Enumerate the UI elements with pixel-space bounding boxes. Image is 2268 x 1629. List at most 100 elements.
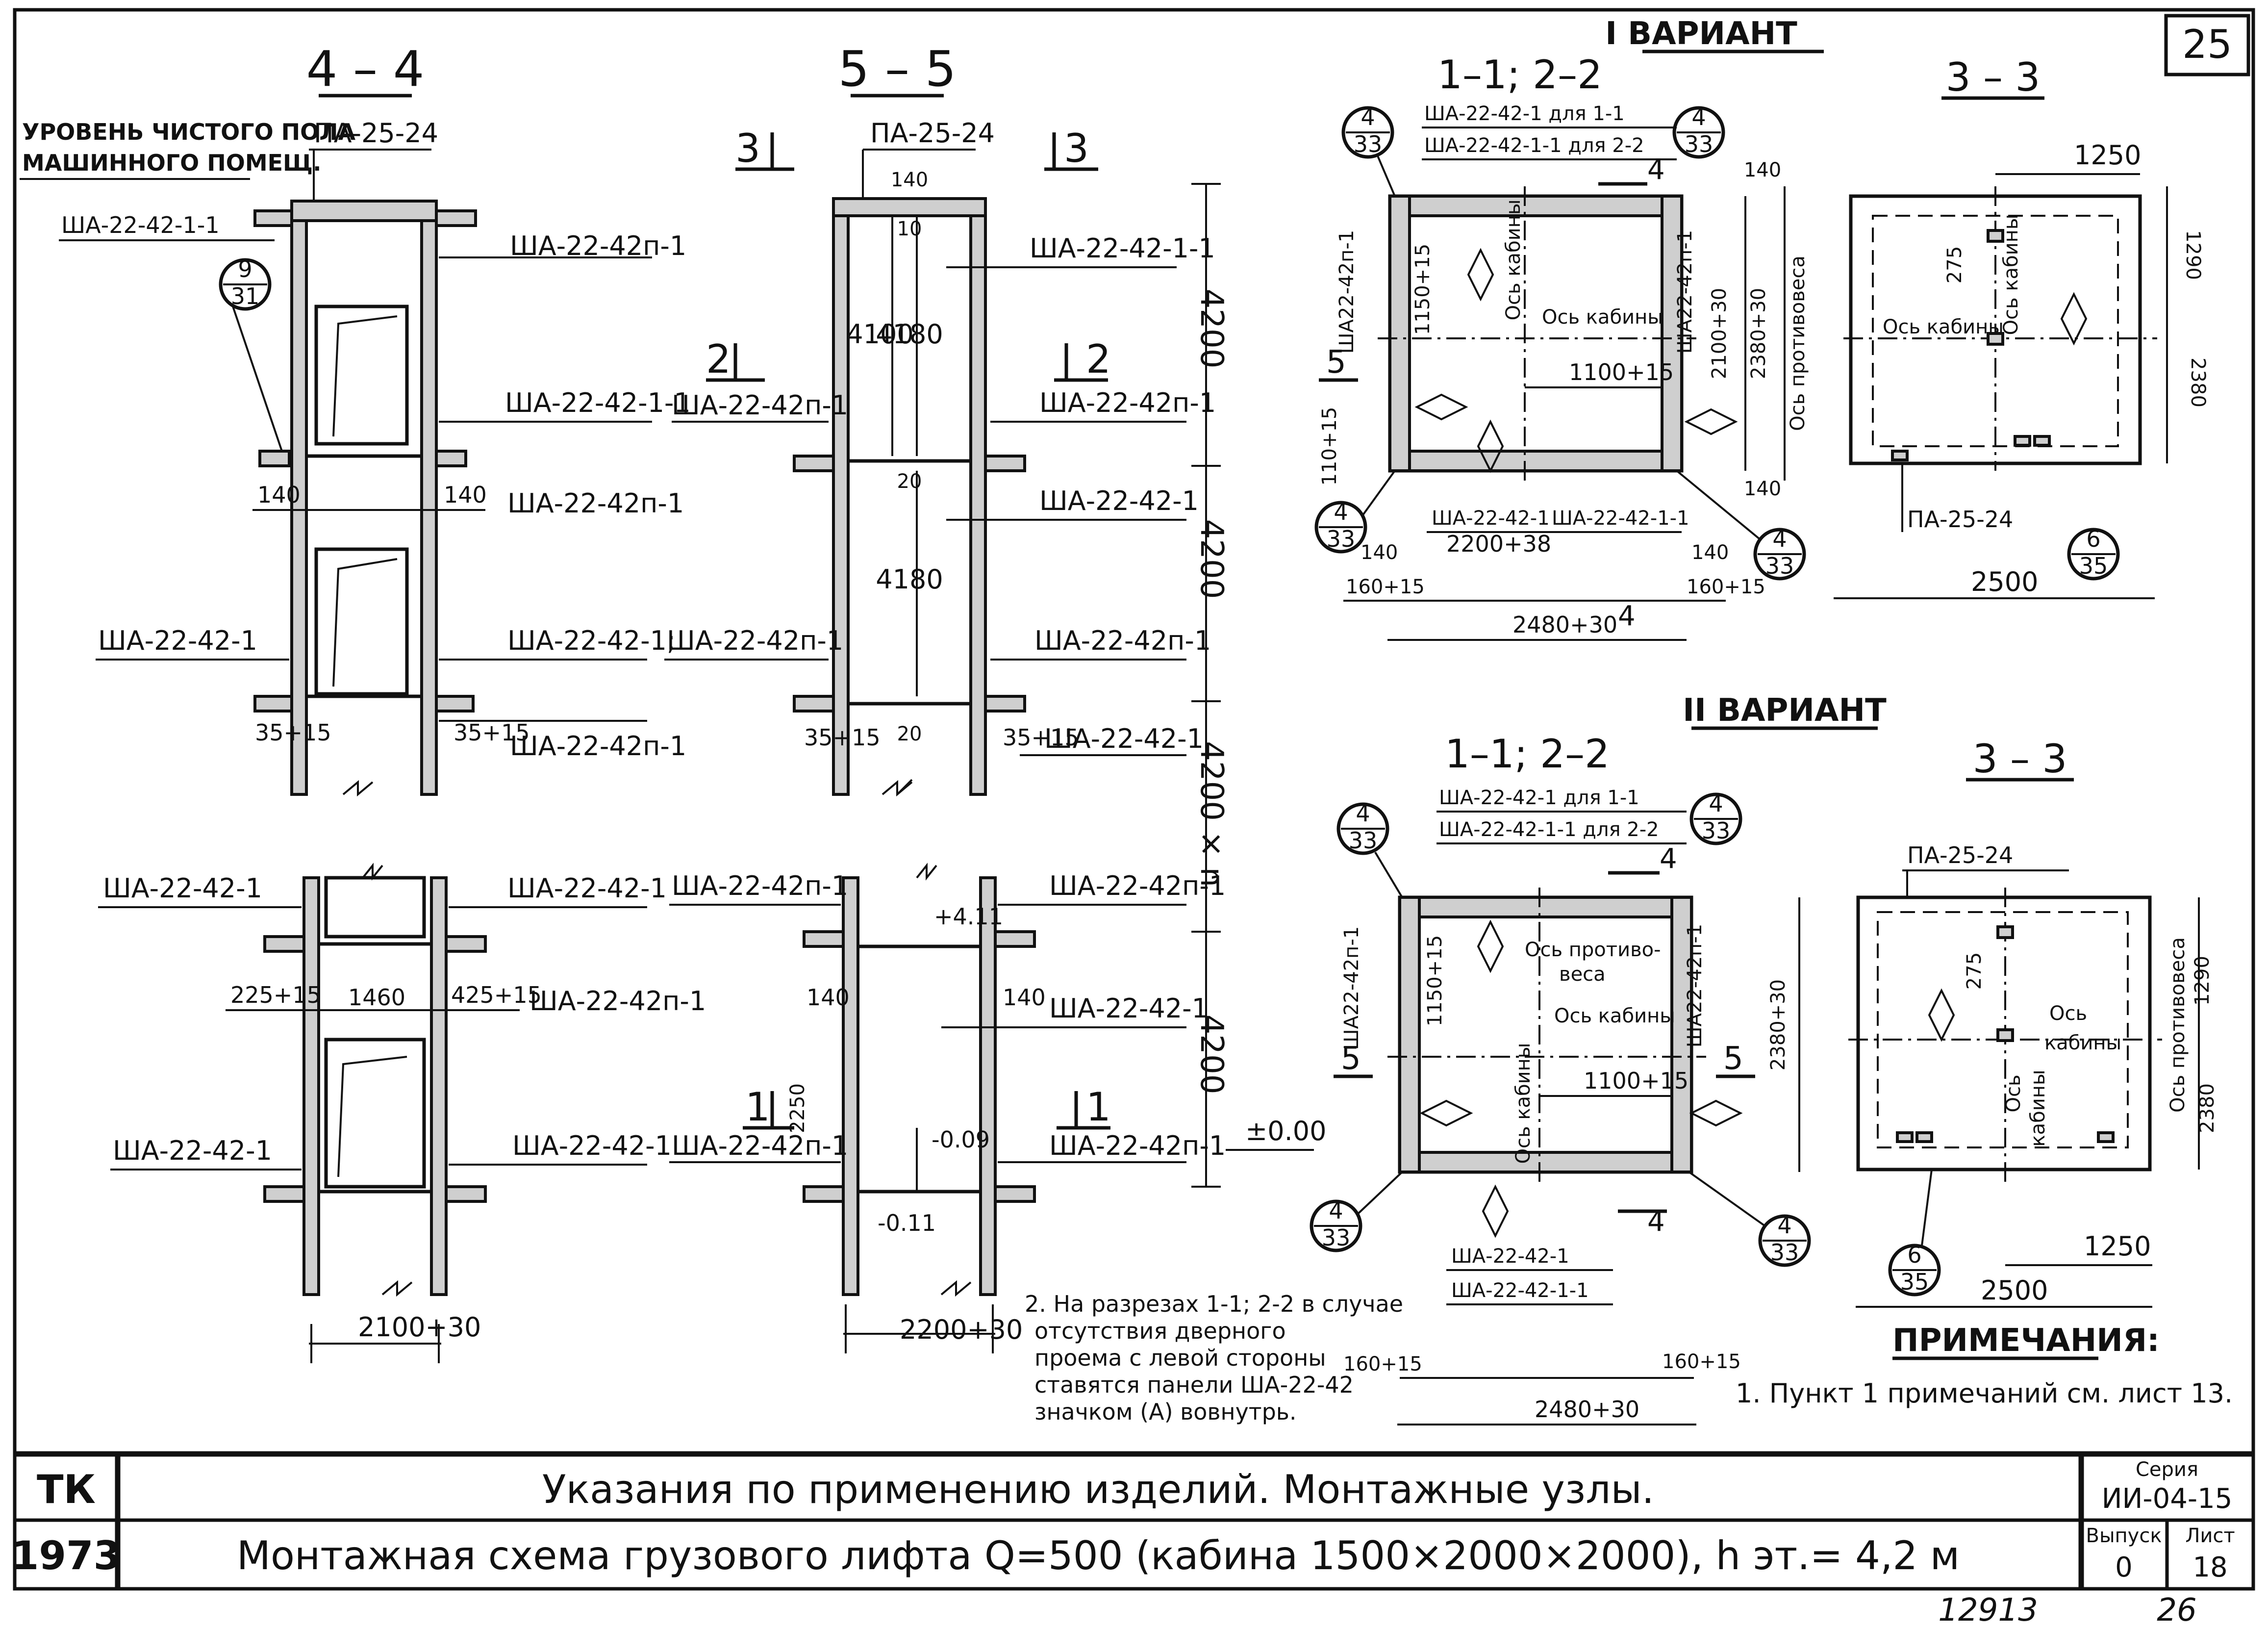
- cabin-axis-v1-c: Ось кабины: [1883, 316, 2004, 338]
- svg-text:33: 33: [1765, 553, 1794, 579]
- label-sha-22-42p-1-c: ША-22-42п-1: [510, 731, 686, 762]
- label-sha-for-2-2-b: ША-22-42-1-1 для 2-2: [1439, 818, 1659, 841]
- dim-140-p1: 140: [1744, 159, 1781, 181]
- section-4-4-title: 4 – 4: [306, 40, 425, 98]
- section-mark-5-c: 5: [1723, 1041, 1743, 1077]
- note2-line5: значком (А) вовнутрь.: [1034, 1399, 1297, 1425]
- dim-2480-30-a: 2480+30: [1512, 611, 1617, 638]
- callout-4-33-a: [1341, 106, 1394, 159]
- label-sha-for-1-1-b: ША-22-42-1 для 1-1: [1439, 787, 1639, 809]
- label-sha-22-42-1-h: ША-22-42-1: [1049, 993, 1209, 1024]
- dim-1150-15-b: 1150+15: [1424, 935, 1446, 1026]
- note2-line2: отсутствия дверного: [1034, 1318, 1286, 1344]
- note2-line3: проема с левой стороны: [1034, 1345, 1326, 1371]
- label-sha-22-42-1-b: ША-22-42-1: [103, 873, 262, 904]
- cabin-axis-v2-f: кабины: [2027, 1069, 2049, 1146]
- dim-1100-15-a: 1100+15: [1569, 359, 1674, 385]
- sheet-number: 25: [2182, 22, 2232, 67]
- elev-plus-minus-0: ±0.00: [1245, 1116, 1326, 1146]
- label-sha-22-42p-1-v2: ША22-42п-1: [1674, 230, 1696, 354]
- cabin-axis-v2-e: Ось: [2002, 1074, 2025, 1112]
- label-sha-22-42-1-f: ША-22-42-1: [1039, 485, 1199, 516]
- label-sha-for-2-2-a: ША-22-42-1-1 для 2-2: [1424, 134, 1644, 157]
- svg-text:33: 33: [1349, 827, 1378, 854]
- svg-text:4: 4: [1361, 104, 1375, 130]
- svg-text:33: 33: [1322, 1224, 1351, 1251]
- label-sha-22-42-1-c: ША-22-42-1: [507, 873, 667, 904]
- dim-2480-30-b: 2480+30: [1535, 1396, 1639, 1423]
- section-mark-2-left: 2: [706, 336, 731, 382]
- label-sha-22-42-1-1-c: ША-22-42-1-1: [1030, 233, 1215, 264]
- label-sha-22-42p-1-i: ША-22-42п-1: [672, 870, 848, 901]
- dim-110-15: 110+15: [1318, 407, 1341, 486]
- dim-225: 225+15: [230, 982, 321, 1008]
- label-sha-22-42p-1-v1: ША22-42п-1: [1336, 230, 1358, 354]
- callout-4-33-g: [1310, 1199, 1362, 1252]
- label-pa-25-24-b: ПА-25-24: [870, 118, 995, 149]
- label-sha-22-42-1-p2: ША-22-42-1: [1451, 1245, 1569, 1268]
- plan-3-3-variant-2: [1848, 888, 2162, 1182]
- label-sha-for-1-1-a: ША-22-42-1 для 1-1: [1424, 102, 1625, 125]
- dim-140-a: 140: [257, 482, 301, 508]
- section-mark-4-a: 4: [1647, 154, 1665, 186]
- section-mark-1-left: 1: [745, 1084, 770, 1130]
- floor-level-label-2: МАШИННОГО ПОМЕЩ.: [22, 150, 322, 176]
- dim-1290-b: 1290: [2191, 956, 2214, 1006]
- label-sha-22-42-1-a: ША-22-42-1: [98, 625, 257, 656]
- label-sha-22-42-1-g: ША-22-42-1: [1044, 723, 1204, 754]
- dim-35-b: 35+15: [454, 719, 530, 746]
- cabin-axis-v2-d: кабины: [2044, 1032, 2121, 1054]
- label-sha-22-42p-1-g: ША-22-42п-1: [667, 625, 843, 656]
- dim-1100-15-b: 1100+15: [1584, 1068, 1688, 1094]
- label-sha-22-42p-1-v4: ША22-42п-1: [1684, 924, 1706, 1047]
- callout-9-31: [219, 258, 272, 311]
- elev-minus-0-09: -0.09: [932, 1126, 990, 1153]
- label-pa-25-24-d: ПА-25-24: [1907, 842, 2013, 868]
- elev-minus-0-11: -0.11: [878, 1210, 936, 1236]
- svg-text:4: 4: [1691, 104, 1706, 130]
- dim-140-5d: 140: [1003, 984, 1046, 1011]
- section-mark-4-b: 4: [1618, 600, 1636, 632]
- svg-text:4: 4: [1777, 1212, 1791, 1239]
- dim-4200xn: 4200 × n: [1193, 741, 1230, 887]
- svg-text:9: 9: [238, 256, 252, 282]
- dim-275-b: 275: [1963, 952, 1986, 990]
- section-5-5-upper: [793, 197, 1026, 797]
- dim-20-b: 20: [897, 723, 922, 745]
- section-1-1-2-2-title-a: 1–1; 2–2: [1437, 52, 1602, 98]
- counterweight-axis-v2-a: Ось противо-: [1525, 939, 1661, 961]
- label-sha-22-42-1-1-p2: ША-22-42-1-1: [1451, 1279, 1589, 1302]
- svg-text:4: 4: [1772, 526, 1787, 552]
- sheet-number-box: [2164, 14, 2250, 76]
- dim-140-b: 140: [444, 482, 487, 508]
- counterweight-axis-v1: Ось противовеса: [1787, 255, 1809, 431]
- svg-text:33: 33: [1702, 817, 1731, 844]
- dim-140-p3: 140: [1361, 541, 1398, 564]
- dim-425: 425+15: [451, 982, 542, 1008]
- year-label: 1973: [12, 1533, 121, 1578]
- cabin-axis-v2-a: Ось кабины: [1512, 1043, 1535, 1164]
- label-sha-22-42-1-semi: ША-22-42-1;: [507, 625, 676, 656]
- title-line-1: Указания по применению изделий. Монтажны…: [542, 1467, 1654, 1512]
- dim-2100-30-a: 2100+30: [358, 1312, 481, 1343]
- dim-2200-38: 2200+38: [1446, 531, 1551, 557]
- section-4-4-lower: [263, 863, 487, 1297]
- label-sha-22-42-1-p1: ША-22-42-1: [1432, 507, 1550, 530]
- label-sha-22-42-1-1-b: ША-22-42-1-1: [505, 387, 691, 418]
- cabin-axis-v1-d: Ось кабины: [2000, 214, 2022, 335]
- title-block: [15, 1451, 2253, 1589]
- label-sha-22-42-1-1-a: ША-22-42-1-1: [61, 212, 220, 238]
- label-sha-22-42p-1-h: ША-22-42п-1: [1034, 625, 1211, 656]
- section-mark-3-left: 3: [735, 126, 760, 171]
- cabin-axis-v1-a: Ось кабины: [1502, 200, 1525, 321]
- note2-line4: ставятся панели ША-22-42: [1034, 1372, 1354, 1398]
- dim-2380-a: 2380: [2187, 357, 2209, 407]
- cabin-axis-v2-b: Ось кабины: [1554, 1005, 1675, 1027]
- dim-1460: 1460: [348, 984, 405, 1011]
- callout-4-33-d: [1753, 528, 1806, 581]
- variant-1-title: I ВАРИАНТ: [1605, 16, 1797, 52]
- dim-4100: 4100: [846, 319, 913, 350]
- counterweight-axis-v2-b: веса: [1559, 963, 1606, 986]
- counterweight-axis-v2-c: Ось противовеса: [2167, 937, 2189, 1113]
- label-sha-22-42p-1-a: ША-22-42п-1: [510, 230, 686, 261]
